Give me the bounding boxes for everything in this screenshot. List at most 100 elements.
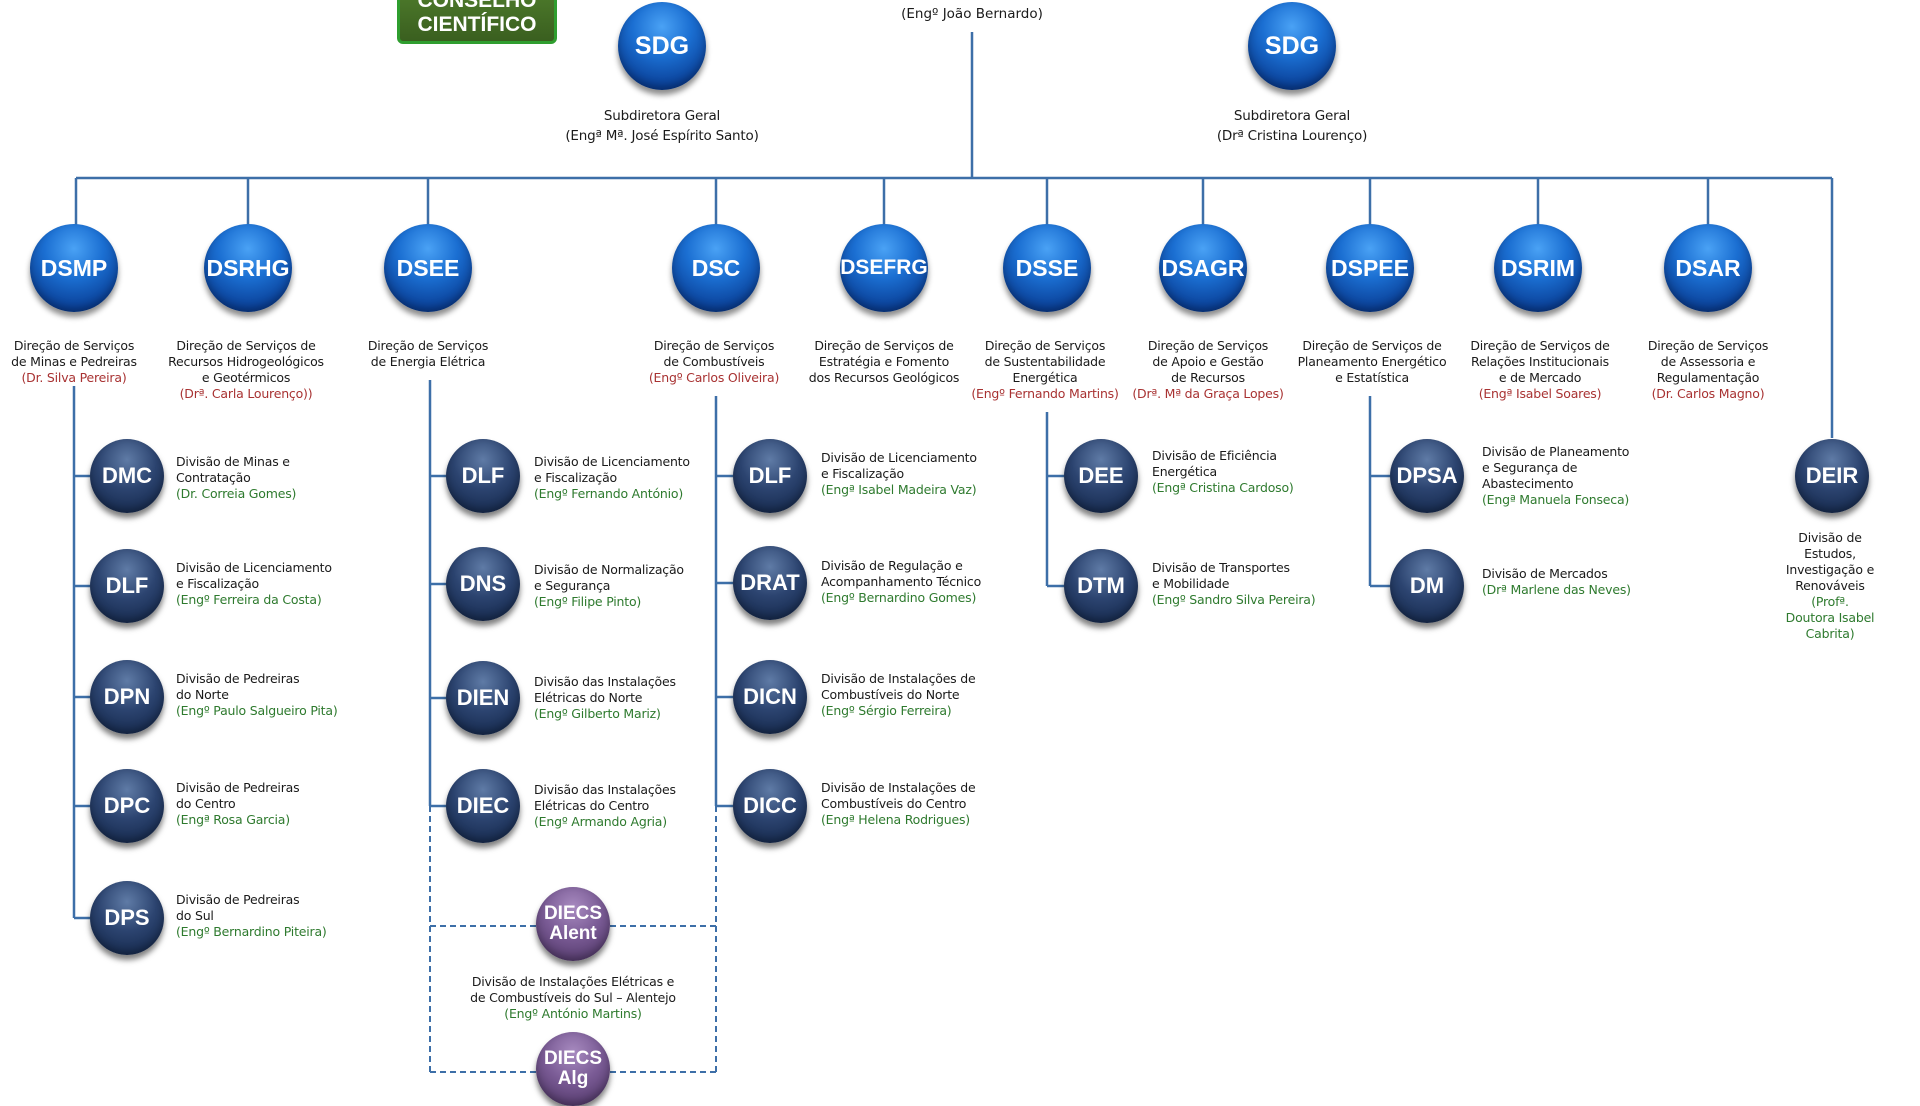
division-head-name: (Engº António Martins)	[504, 1006, 642, 1021]
division-title: Divisão de Licenciamento e Fiscalização	[534, 454, 690, 485]
division-code: DM	[1409, 573, 1445, 599]
service-node-dsrim[interactable]: DSRIM	[1494, 224, 1582, 312]
division-code: DIEN	[456, 685, 510, 711]
service-head-name: (Drª. Carla Lourenço))	[179, 386, 313, 401]
service-node-dsc[interactable]: DSC	[672, 224, 760, 312]
division-node-dlf-dsee[interactable]: DLF	[446, 439, 520, 513]
division-node-dtm[interactable]: DTM	[1064, 549, 1138, 623]
division-title: Divisão de Licenciamento e Fiscalização	[176, 560, 332, 591]
division-title: Divisão de Instalações de Combustíveis d…	[821, 780, 976, 811]
division-node-drat[interactable]: DRAT	[733, 546, 807, 620]
service-label-dsmp: Direção de Serviços de Minas e Pedreiras…	[11, 338, 137, 386]
division-title: Divisão de Eficiência Energética	[1152, 448, 1277, 479]
conselho-cientifico-box[interactable]: CONSELHO CIENTÍFICO	[397, 0, 557, 44]
division-code: DPS	[104, 905, 150, 931]
division-head-name: (Engº Fernando António)	[534, 486, 684, 501]
division-node-dicc[interactable]: DICC	[733, 769, 807, 843]
service-node-dsar[interactable]: DSAR	[1664, 224, 1752, 312]
division-node-dpc[interactable]: DPC	[90, 769, 164, 843]
division-title: Divisão de Planeamento e Segurança de Ab…	[1482, 444, 1630, 491]
service-node-dsrhg[interactable]: DSRHG	[204, 224, 292, 312]
division-head-name: (Engº Sandro Silva Pereira)	[1152, 592, 1316, 607]
division-label-dpsa: Divisão de Planeamento e Segurança de Ab…	[1482, 444, 1629, 508]
division-node-dmc[interactable]: DMC	[90, 439, 164, 513]
division-node-diec[interactable]: DIEC	[446, 769, 520, 843]
division-node-dns[interactable]: DNS	[446, 547, 520, 621]
division-title: Divisão de Pedreiras do Centro	[176, 780, 300, 811]
division-head-name: (Engª Rosa Garcia)	[176, 812, 290, 827]
service-title: Direção de Serviços de Minas e Pedreiras	[11, 338, 137, 369]
division-node-dicn[interactable]: DICN	[733, 660, 807, 734]
service-head-name: (Drª. Mª da Graça Lopes)	[1132, 386, 1284, 401]
service-code: DSRIM	[1500, 254, 1576, 281]
service-code: DSEFRG	[840, 255, 928, 279]
sdg-node-1[interactable]: SDG	[618, 2, 706, 90]
service-node-dsee[interactable]: DSEE	[384, 224, 472, 312]
division-node-deir[interactable]: DEIR	[1795, 439, 1869, 513]
division-head-name: (Profª. Doutora Isabel Cabrita)	[1785, 594, 1875, 641]
service-title: Direção de Serviços de Estratégia e Fome…	[808, 338, 960, 385]
service-label-dsse: Direção de Serviços de Sustentabilidade …	[971, 338, 1119, 402]
service-code: DSRHG	[206, 254, 290, 281]
division-title: Divisão de Regulação e Acompanhamento Té…	[821, 558, 982, 589]
division-label-dmc: Divisão de Minas e Contratação(Dr. Corre…	[176, 454, 296, 502]
service-code: DSAR	[1675, 254, 1741, 281]
division-code: DEE	[1078, 463, 1124, 489]
service-node-dsefrg[interactable]: DSEFRG	[840, 224, 928, 312]
division-label-dm: Divisão de Mercados(Drª Marlene das Neve…	[1482, 566, 1631, 598]
division-head-name: (Engº Sérgio Ferreira)	[821, 703, 952, 718]
division-node-dps[interactable]: DPS	[90, 881, 164, 955]
sdg-code-2: SDG	[1264, 31, 1320, 60]
service-node-dsse[interactable]: DSSE	[1003, 224, 1091, 312]
service-title: Direção de Serviços de Planeamento Energ…	[1297, 338, 1447, 385]
division-label-dtm: Divisão de Transportes e Mobilidade(Engº…	[1152, 560, 1316, 608]
division-head-name: (Drª Marlene das Neves)	[1482, 582, 1631, 597]
division-head-name: (Engª Cristina Cardoso)	[1152, 480, 1294, 495]
division-node-dm[interactable]: DM	[1390, 549, 1464, 623]
division-title: Divisão de Normalização e Segurança	[534, 562, 684, 593]
division-head-name: (Engº Bernardino Gomes)	[821, 590, 977, 605]
division-node-dpsa[interactable]: DPSA	[1390, 439, 1464, 513]
service-code: DSEE	[396, 254, 460, 281]
division-label-dpc: Divisão de Pedreiras do Centro(Engª Rosa…	[176, 780, 300, 828]
division-node-dee[interactable]: DEE	[1064, 439, 1138, 513]
diecs-code-line1: DIECS	[543, 903, 603, 925]
division-label-dien: Divisão das Instalações Elétricas do Nor…	[534, 674, 676, 722]
division-head-name: (Engº Ferreira da Costa)	[176, 592, 322, 607]
division-node-dlf-dsc[interactable]: DLF	[733, 439, 807, 513]
sdg-node-2[interactable]: SDG	[1248, 2, 1336, 90]
service-label-dsc: Direção de Serviços de Combustíveis(Engº…	[649, 338, 779, 386]
division-node-dien[interactable]: DIEN	[446, 661, 520, 735]
division-head-name: (Engº Armando Agria)	[534, 814, 667, 829]
division-code: DPC	[103, 793, 151, 819]
division-title: Divisão de Transportes e Mobilidade	[1152, 560, 1290, 591]
division-label-deir: Divisão de Estudos, Investigação e Renov…	[1785, 530, 1875, 642]
division-title: Divisão de Licenciamento e Fiscalização	[821, 450, 977, 481]
service-head-name: (Dr. Carlos Magno)	[1651, 386, 1765, 401]
division-label-drat: Divisão de Regulação e Acompanhamento Té…	[821, 558, 981, 606]
service-node-dsagr[interactable]: DSAGR	[1159, 224, 1247, 312]
division-node-dpn[interactable]: DPN	[90, 660, 164, 734]
division-head-name: (Engª Manuela Fonseca)	[1482, 492, 1630, 507]
diecs-code-line2: Alg	[557, 1068, 589, 1089]
diecs-code-line1: DIECS	[543, 1048, 603, 1070]
division-code: DICN	[743, 684, 797, 710]
division-title: Divisão de Minas e Contratação	[176, 454, 290, 485]
division-code: DPN	[103, 684, 151, 710]
service-code: DSPEE	[1331, 254, 1409, 281]
service-title: Direção de Serviços de Recursos Hidrogeo…	[168, 338, 324, 385]
division-code: DPSA	[1396, 463, 1458, 489]
division-label-diecs-alent: Divisão de Instalações Elétricas e de Co…	[470, 974, 676, 1022]
service-node-dsmp[interactable]: DSMP	[30, 224, 118, 312]
service-node-dspee[interactable]: DSPEE	[1326, 224, 1414, 312]
service-label-dsagr: Direção de Serviços de Apoio e Gestão de…	[1132, 338, 1283, 402]
service-head-name: (Engª Isabel Soares)	[1478, 386, 1602, 401]
division-head-name: (Engº Filipe Pinto)	[534, 594, 642, 609]
division-label-diec: Divisão das Instalações Elétricas do Cen…	[534, 782, 676, 830]
division-title: Divisão de Pedreiras do Norte	[176, 671, 300, 702]
sdg-label-1: Subdiretora Geral (Engª Mª. José Espírit…	[565, 106, 758, 146]
division-node-dlf-dsmp[interactable]: DLF	[90, 549, 164, 623]
